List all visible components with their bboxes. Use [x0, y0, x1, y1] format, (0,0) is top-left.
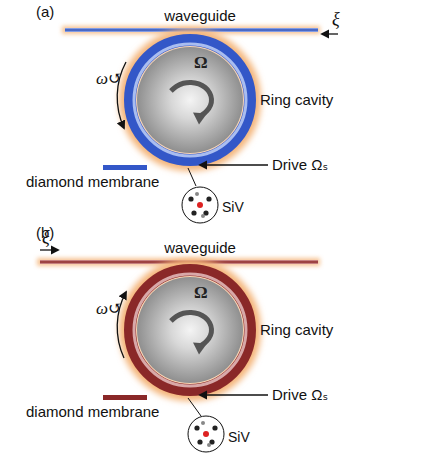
rotation-arrow: [171, 82, 212, 115]
input-symbol: ξ: [332, 10, 340, 30]
rotation-label: Ω: [194, 284, 208, 301]
drive-label: Drive Ωₛ: [272, 387, 328, 404]
rotation-arrow: [171, 312, 212, 345]
input-arrow: [40, 249, 58, 250]
rotating-disk: Ω: [136, 276, 244, 384]
rotation-label: Ω: [194, 54, 208, 71]
membrane-label: diamond membrane: [26, 404, 159, 421]
panel-b: [37, 250, 320, 452]
diamond-membrane: [103, 165, 147, 170]
disk-shape: [136, 46, 244, 154]
leader-line: [188, 398, 201, 416]
waveguide-label: waveguide: [164, 240, 236, 257]
diamond-membrane: [103, 395, 147, 400]
ring-label: Ring cavity: [260, 322, 333, 339]
ring-inner-edge: [134, 274, 246, 386]
disk: [137, 47, 243, 153]
ring-glow: [128, 268, 252, 392]
mode-label: ω↺: [96, 300, 122, 319]
disk: [137, 277, 243, 383]
ring-label: Ring cavity: [260, 92, 333, 109]
siv-label: SiV: [222, 200, 244, 215]
rotation-arrowhead: [193, 343, 207, 355]
mode-label: ω↺: [96, 70, 122, 89]
waveguide-label: waveguide: [164, 8, 236, 25]
ring-inner-edge: [134, 44, 246, 156]
ring-glow: [128, 38, 252, 162]
disk-shape: [136, 276, 244, 384]
ring-cavity: [130, 40, 250, 160]
drive-label: Drive Ωₛ: [272, 157, 328, 174]
input-symbol: ξ: [42, 228, 50, 248]
siv-inset: [188, 416, 224, 452]
membrane-label: diamond membrane: [26, 174, 159, 191]
ring-cavity: [130, 270, 250, 390]
input-arrow: [322, 33, 338, 34]
rotating-disk: Ω: [136, 46, 244, 154]
drive-arrow: [200, 394, 268, 395]
siv-inset: [182, 187, 218, 223]
drive-arrow: [200, 164, 268, 165]
rotation-arrowhead: [193, 113, 207, 125]
panel-a: [62, 26, 338, 223]
panel-label: (a): [36, 4, 54, 21]
siv-label: SiV: [228, 430, 250, 445]
leader-line: [188, 168, 196, 186]
